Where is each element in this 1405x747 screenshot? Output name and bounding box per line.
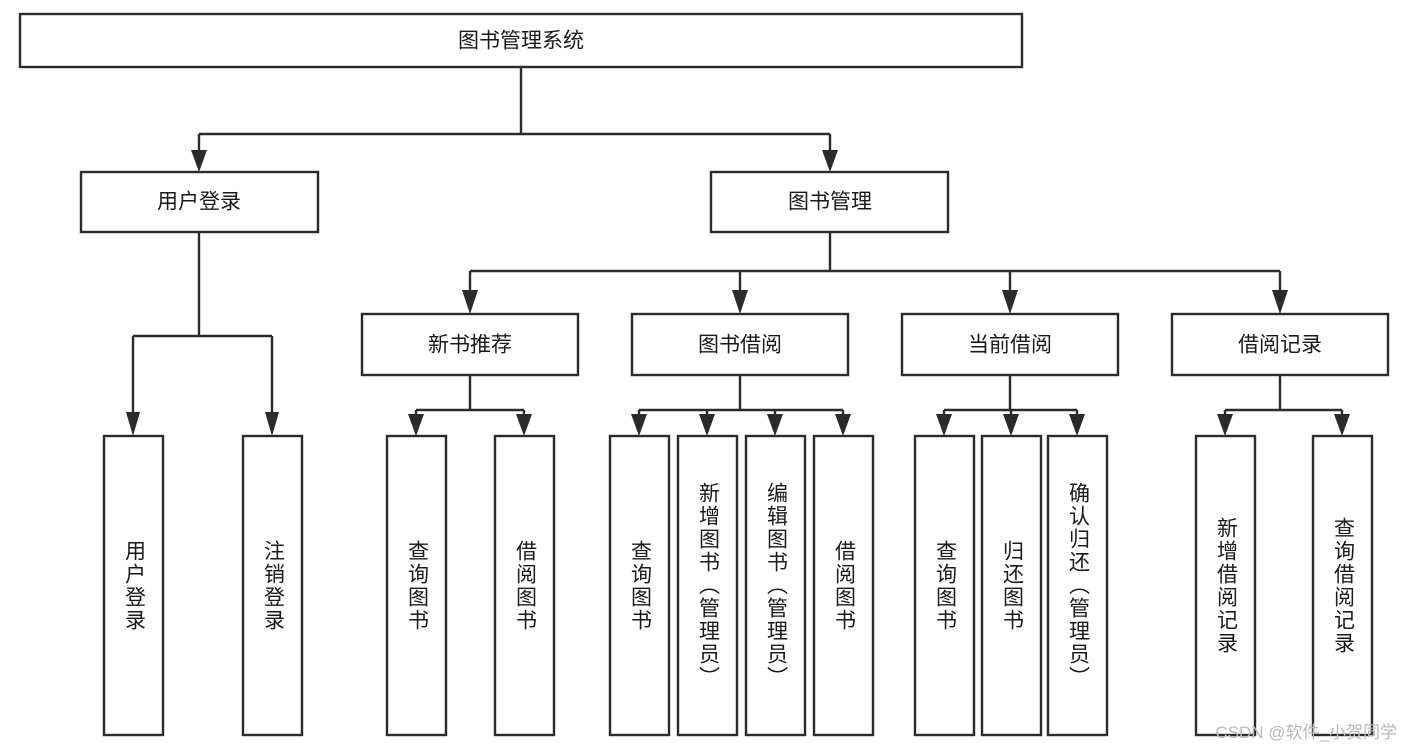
arrowhead-book-mgmt	[822, 150, 838, 172]
connector-book-mgmt-to-level2	[462, 232, 1288, 314]
connector-root-to-level1	[191, 67, 838, 172]
node-borrow-record[interactable]: 借阅记录	[1170, 312, 1390, 377]
leaf-boxes-current-borrow	[913, 434, 1109, 737]
node-user-login-box[interactable]	[79, 170, 320, 234]
arrowhead-current-borrow	[1002, 290, 1018, 314]
leaf-box-book-borrow-3[interactable]	[812, 434, 875, 737]
leaf-box-borrow-record-0[interactable]	[1194, 434, 1257, 737]
node-current-borrow-label: 当前借阅	[968, 334, 1052, 357]
arrowhead-cb-leaf-1	[1003, 414, 1019, 436]
node-new-book-recommend-label: 新书推荐	[428, 334, 512, 357]
node-user-login[interactable]: 用户登录	[79, 170, 320, 234]
arrowhead-bb-leaf-1	[699, 414, 715, 436]
node-root-box[interactable]	[18, 12, 1024, 69]
arrowhead-bb-leaf-2	[767, 414, 783, 436]
arrowhead-book-borrow	[732, 290, 748, 314]
leaf-box-current-borrow-1[interactable]	[980, 434, 1043, 737]
arrowhead-nb-leaf-1	[516, 414, 532, 436]
leaf-box-new-book-1[interactable]	[493, 434, 556, 737]
node-root-label: 图书管理系统	[458, 30, 584, 53]
node-book-management[interactable]: 图书管理	[709, 170, 950, 234]
leaf-box-new-book-0[interactable]	[385, 434, 448, 737]
connector-book-borrow-to-leaves	[631, 375, 851, 436]
arrowhead-user-login	[191, 150, 207, 172]
node-book-borrow-label: 图书借阅	[698, 334, 782, 357]
leaf-box-borrow-record-1[interactable]	[1311, 434, 1374, 737]
leaf-boxes-new-book-recommend	[385, 434, 556, 737]
leaf-box-current-borrow-0[interactable]	[913, 434, 976, 737]
arrowhead-borrow-record	[1272, 290, 1288, 314]
node-current-borrow-box[interactable]	[900, 312, 1120, 377]
node-root[interactable]: 图书管理系统	[18, 12, 1024, 69]
node-new-book-recommend[interactable]: 新书推荐	[360, 312, 580, 377]
arrowhead-bb-leaf-0	[631, 414, 647, 436]
arrowhead-ul-leaf-0	[126, 412, 140, 436]
node-borrow-record-label: 借阅记录	[1238, 334, 1322, 357]
leaf-box-book-borrow-1[interactable]	[676, 434, 739, 737]
arrowhead-nb-leaf-0	[408, 414, 424, 436]
leaf-box-book-borrow-0[interactable]	[608, 434, 671, 737]
leaf-boxes-borrow-record	[1194, 434, 1374, 737]
node-book-borrow-box[interactable]	[630, 312, 850, 377]
arrowhead-new-book	[462, 290, 478, 314]
leaf-boxes-user-login	[102, 434, 304, 737]
leaf-box-user-login-1[interactable]	[241, 434, 304, 737]
watermark-text: CSDN @软件_小贺同学	[1215, 723, 1397, 742]
arrowhead-ul-leaf-1	[265, 412, 279, 436]
arrowhead-cb-leaf-2	[1069, 414, 1085, 436]
arrowhead-bb-leaf-3	[835, 414, 851, 436]
node-user-login-label: 用户登录	[157, 191, 241, 214]
node-book-management-box[interactable]	[709, 170, 950, 234]
arrowhead-br-leaf-0	[1217, 414, 1233, 436]
node-book-borrow[interactable]: 图书借阅	[630, 312, 850, 377]
connector-current-borrow-to-leaves	[936, 375, 1085, 436]
node-new-book-recommend-box[interactable]	[360, 312, 580, 377]
connector-new-book-to-leaves	[408, 375, 532, 436]
arrowhead-br-leaf-1	[1334, 414, 1350, 436]
leaf-box-book-borrow-2[interactable]	[744, 434, 807, 737]
leaf-boxes-book-borrow	[608, 434, 875, 737]
connector-borrow-record-to-leaves	[1217, 375, 1350, 436]
node-current-borrow[interactable]: 当前借阅	[900, 312, 1120, 377]
leaf-box-current-borrow-2[interactable]	[1046, 434, 1109, 737]
arrowhead-cb-leaf-0	[936, 414, 952, 436]
node-borrow-record-box[interactable]	[1170, 312, 1390, 377]
leaf-box-user-login-0[interactable]	[102, 434, 165, 737]
node-book-management-label: 图书管理	[788, 191, 872, 214]
connector-user-login-to-leaves	[126, 232, 279, 436]
